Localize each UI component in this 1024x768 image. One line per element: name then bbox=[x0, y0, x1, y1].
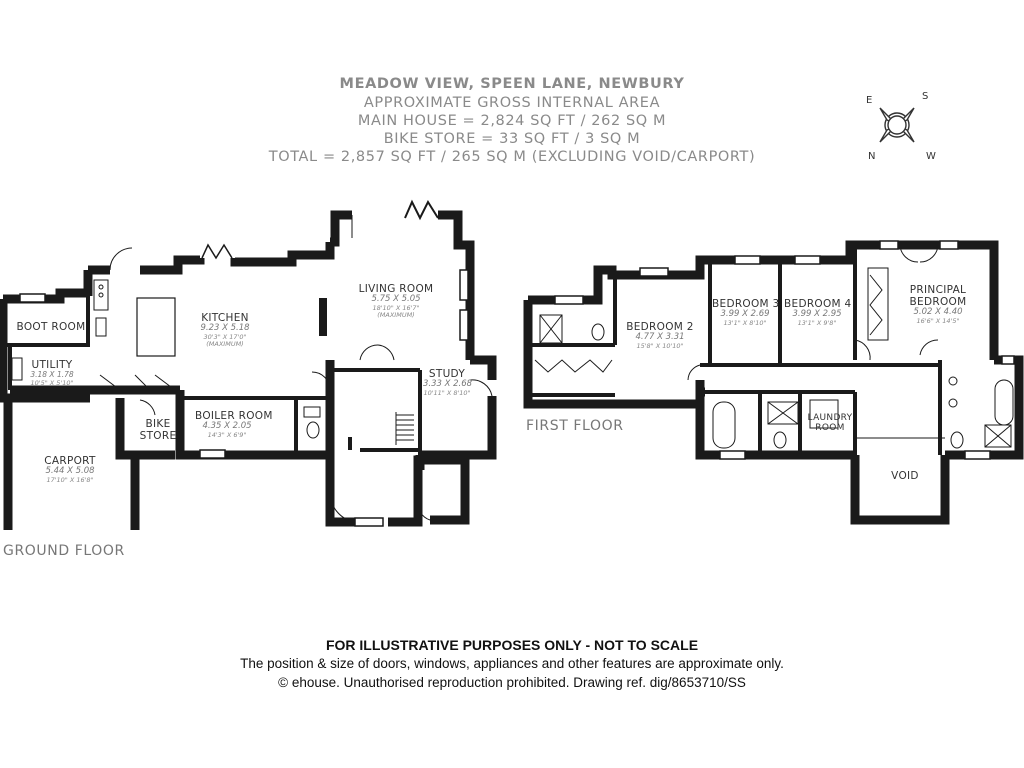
first-floor-label: FIRST FLOOR bbox=[526, 418, 624, 434]
ground-floor-walls bbox=[0, 210, 497, 530]
living-room-chimney bbox=[319, 298, 327, 336]
area-subtitle: APPROXIMATE GROSS INTERNAL AREA bbox=[363, 95, 661, 111]
room-metric: 3.99 X 2.95 bbox=[792, 309, 842, 320]
property-title: MEADOW VIEW, SPEEN LANE, NEWBURY bbox=[339, 76, 685, 92]
first-floor-fixtures bbox=[539, 314, 1014, 449]
room-name-line-2: BEDROOM bbox=[909, 296, 967, 309]
room-name: LIVING ROOM bbox=[358, 283, 434, 295]
disclaimer-heading: FOR ILLUSTRATIVE PURPOSES ONLY - NOT TO … bbox=[325, 637, 699, 653]
room-imperial: 10'5" X 5'10" bbox=[30, 378, 74, 387]
room-imperial: 17'10" X 16'8" bbox=[46, 475, 94, 484]
room-name: KITCHEN bbox=[201, 312, 249, 324]
room-name: CARPORT bbox=[44, 455, 96, 467]
room-bedroom-3: BEDROOM 3 3.99 X 2.69 13'1" X 8'10" bbox=[712, 298, 780, 327]
disclaimer-note: The position & size of doors, windows, a… bbox=[240, 656, 784, 671]
room-name-line-1: BIKE bbox=[145, 418, 171, 430]
room-utility: UTILITY 3.18 X 1.78 10'5" X 5'10" bbox=[22, 359, 82, 387]
kitchen-island bbox=[136, 297, 176, 357]
room-note: (MAXIMUM) bbox=[206, 340, 244, 349]
first-floor-doors bbox=[687, 244, 939, 381]
room-bedroom-2: BEDROOM 2 4.77 X 3.31 15'8" X 10'10" bbox=[620, 321, 700, 350]
room-principal-bedroom: PRINCIPAL BEDROOM 5.02 X 4.40 16'6" X 14… bbox=[900, 284, 976, 325]
room-metric: 3.99 X 2.69 bbox=[720, 309, 770, 320]
room-imperial: 18'10" X 16'7" bbox=[372, 303, 420, 312]
room-metric: 3.33 X 2.68 bbox=[423, 379, 473, 390]
room-name: BEDROOM 2 bbox=[626, 321, 694, 333]
room-metric: 5.75 X 5.05 bbox=[371, 294, 421, 305]
room-name: VOID bbox=[891, 470, 919, 482]
main-house-area: MAIN HOUSE = 2,824 SQ FT / 262 SQ M bbox=[357, 113, 667, 129]
room-name-line-1: LAUNDRY bbox=[807, 413, 853, 423]
room-imperial: 14'3" X 6'9" bbox=[207, 430, 247, 439]
room-laundry-room: LAUNDRY ROOM bbox=[804, 413, 856, 434]
room-name: STUDY bbox=[428, 368, 466, 380]
room-bedroom-4: BEDROOM 4 3.99 X 2.95 13'1" X 9'8" bbox=[784, 298, 852, 327]
room-void: VOID bbox=[880, 470, 930, 482]
compass-north-label: N bbox=[868, 151, 876, 162]
room-metric: 4.77 X 3.31 bbox=[635, 332, 685, 343]
kitchen-units bbox=[11, 279, 109, 381]
room-metric: 4.35 X 2.05 bbox=[202, 421, 252, 432]
compass-south-label: S bbox=[922, 91, 929, 102]
room-imperial: 13'1" X 9'8" bbox=[797, 318, 837, 327]
ground-stairs bbox=[395, 412, 414, 445]
ground-wc bbox=[303, 406, 321, 439]
room-imperial: 15'8" X 10'10" bbox=[636, 341, 684, 350]
room-carport: CARPORT 5.44 X 5.08 17'10" X 16'8" bbox=[35, 455, 105, 484]
ground-doors bbox=[99, 199, 493, 523]
room-study: STUDY 3.33 X 2.68 10'11" X 8'10" bbox=[423, 368, 473, 397]
compass-east-label: E bbox=[866, 95, 873, 106]
compass-graphic bbox=[879, 107, 915, 143]
room-name-line-2: STORE bbox=[139, 430, 177, 443]
room-name-line-1: PRINCIPAL bbox=[909, 284, 967, 296]
room-name: BEDROOM 4 bbox=[784, 298, 852, 310]
first-floor-windows bbox=[554, 240, 1015, 460]
room-boiler-room: BOILER ROOM 4.35 X 2.05 14'3" X 6'9" bbox=[195, 410, 273, 439]
ground-floor-label: GROUND FLOOR bbox=[3, 543, 125, 559]
room-living-room: LIVING ROOM 5.75 X 5.05 18'10" X 16'7" (… bbox=[356, 283, 436, 320]
bike-store-area: BIKE STORE = 33 SQ FT / 3 SQ M bbox=[383, 131, 641, 147]
room-metric: 9.23 X 5.18 bbox=[200, 323, 250, 334]
room-name: BEDROOM 3 bbox=[712, 298, 780, 310]
room-name: BOOT ROOM bbox=[16, 321, 86, 333]
room-note: (MAXIMUM) bbox=[377, 311, 415, 320]
total-area: TOTAL = 2,857 SQ FT / 265 SQ M (EXCLUDIN… bbox=[268, 149, 756, 165]
room-imperial: 13'1" X 8'10" bbox=[723, 318, 767, 327]
room-imperial: 30'3" X 17'0" bbox=[203, 332, 247, 341]
room-kitchen: KITCHEN 9.23 X 5.18 30'3" X 17'0" (MAXIM… bbox=[195, 312, 255, 349]
first-floor-wardrobes bbox=[534, 267, 889, 373]
room-metric: 3.18 X 1.78 bbox=[30, 370, 74, 380]
copyright-line: © ehouse. Unauthorised reproduction proh… bbox=[278, 675, 746, 690]
room-name-line-2: ROOM bbox=[815, 423, 845, 434]
room-name: UTILITY bbox=[31, 359, 73, 371]
first-floor-inner-walls bbox=[528, 245, 942, 455]
room-imperial: 10'11" X 8'10" bbox=[423, 388, 471, 397]
room-metric: 5.44 X 5.08 bbox=[45, 466, 95, 477]
ground-floor-inner-walls bbox=[3, 296, 422, 455]
room-bike-store: BIKE STORE bbox=[137, 418, 179, 442]
compass-west-label: W bbox=[926, 151, 936, 162]
ground-windows bbox=[19, 269, 469, 527]
room-boot-room: BOOT ROOM bbox=[14, 321, 88, 333]
room-metric: 5.02 X 4.40 bbox=[913, 307, 963, 318]
room-name: BOILER ROOM bbox=[195, 410, 273, 422]
room-imperial: 16'6" X 14'5" bbox=[916, 316, 960, 325]
